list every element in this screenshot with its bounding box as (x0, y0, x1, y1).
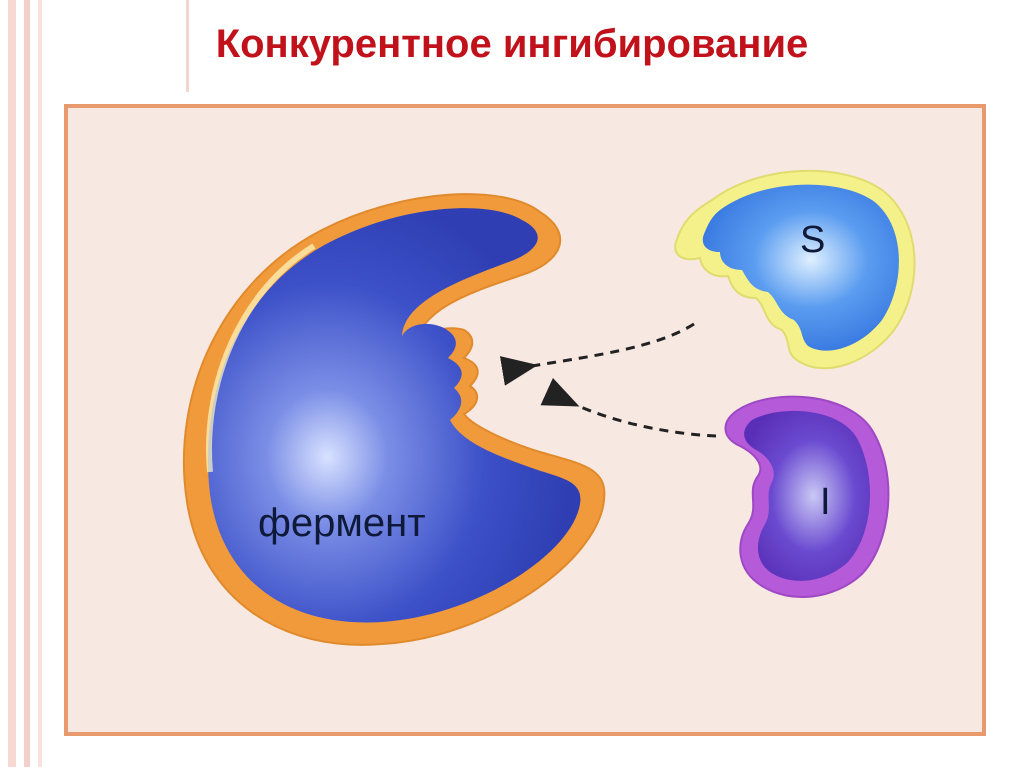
enzyme-shape (182, 193, 606, 646)
decor-stripe-4 (186, 0, 189, 92)
decor-stripe-1 (8, 0, 16, 767)
arrow-icon (499, 322, 695, 386)
page-title: Конкурентное ингибирование (215, 22, 809, 66)
decor-stripe-2 (24, 0, 30, 767)
inhibitor-shape (724, 395, 890, 598)
substrate-label: S (800, 219, 825, 261)
diagram-figure: фермент S I (52, 92, 998, 740)
inhibitor-label: I (820, 481, 831, 523)
diagram-svg: фермент S I (64, 104, 986, 736)
decor-stripe-3 (38, 0, 42, 767)
arrow-icon (540, 377, 717, 438)
substrate-shape (674, 169, 916, 370)
enzyme-label: фермент (258, 501, 426, 545)
